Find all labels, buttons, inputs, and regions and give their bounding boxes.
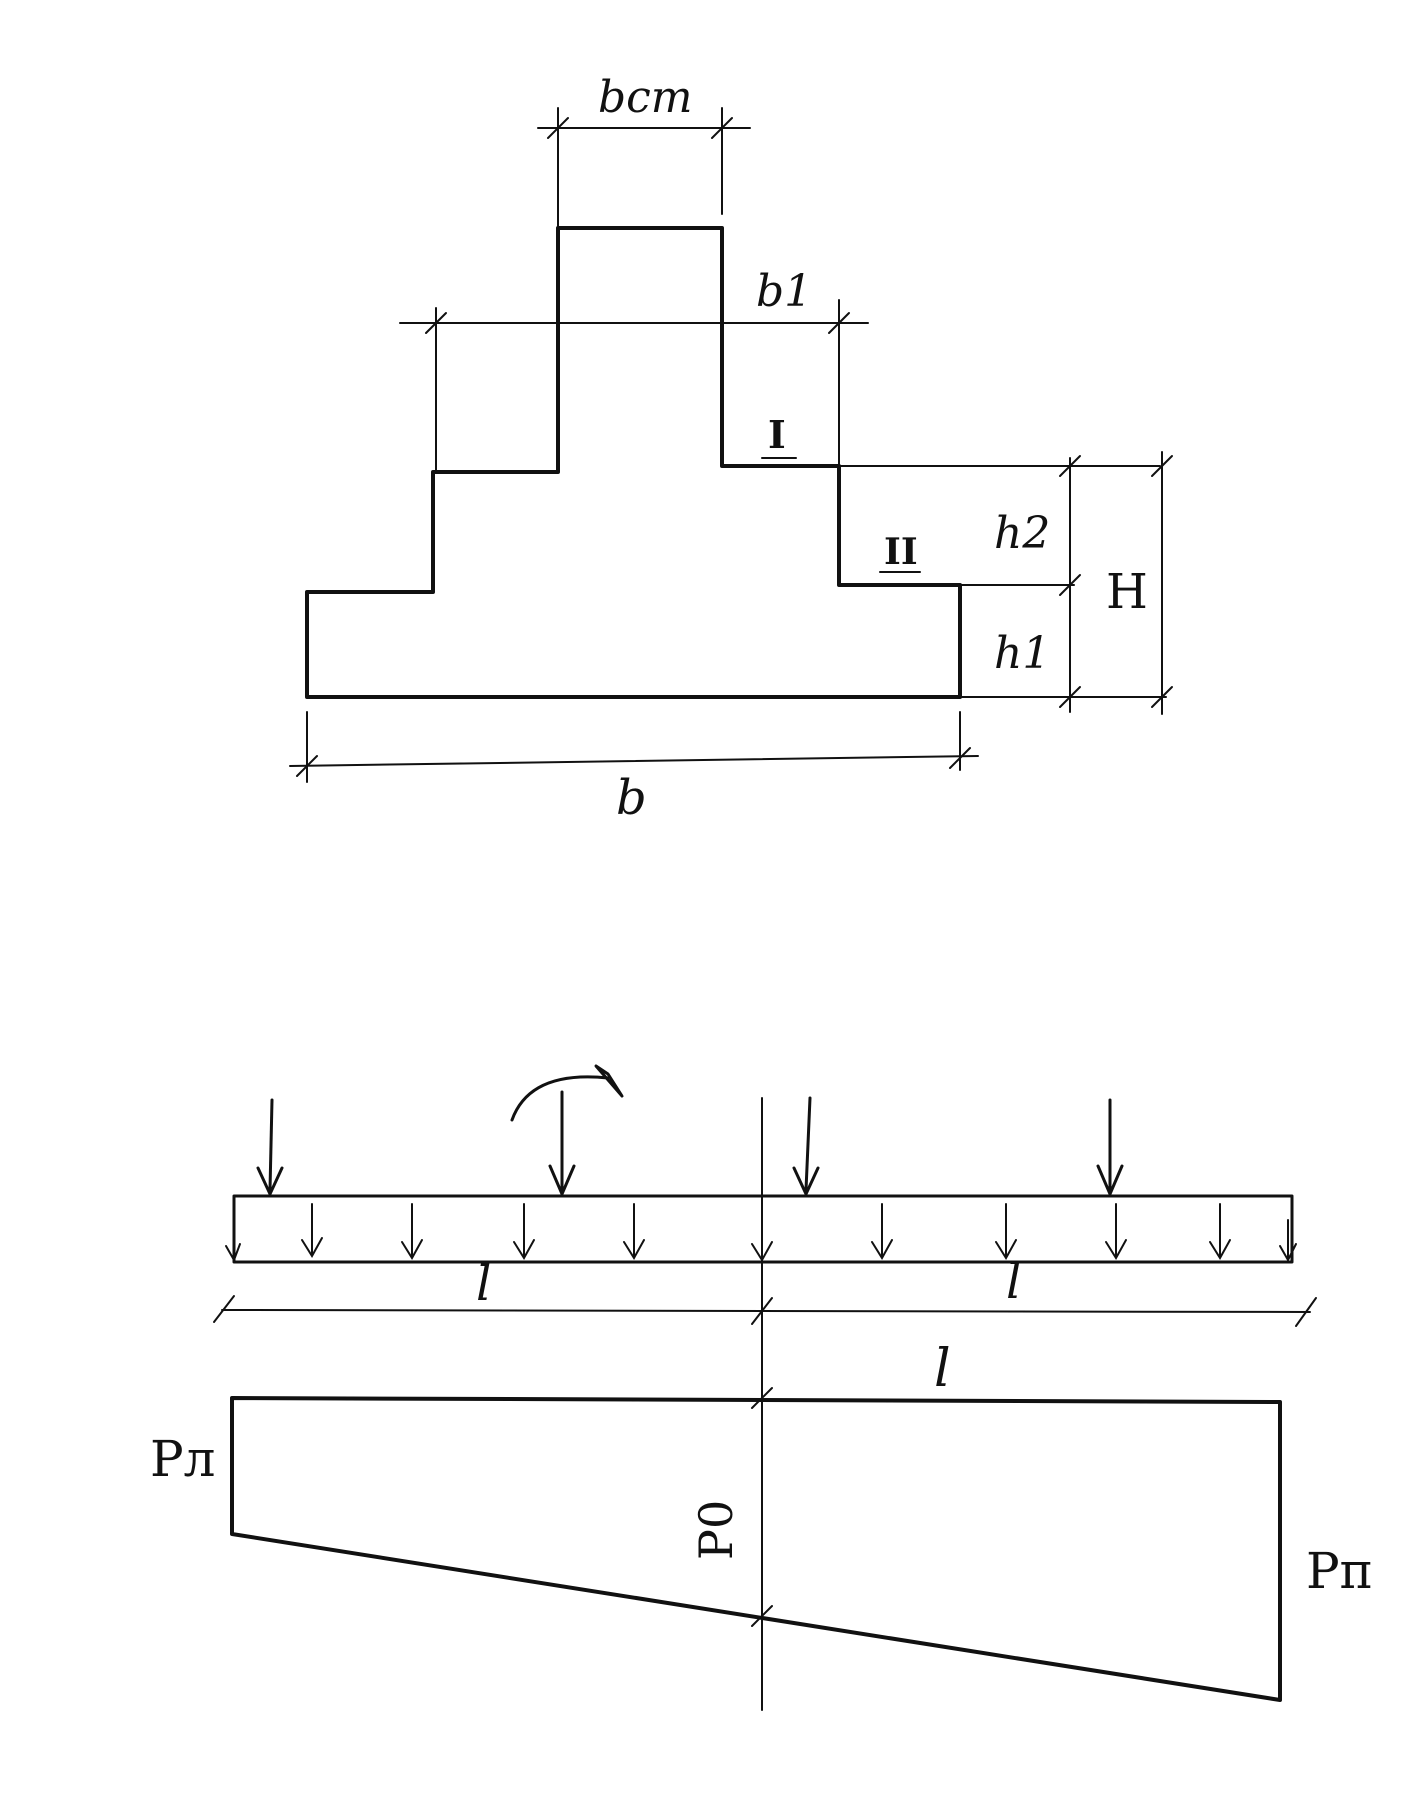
label-b-st: bст — [598, 72, 693, 123]
load-diagram: l l l Pл Pп P0 — [150, 1064, 1373, 1711]
label-h1: h1 — [994, 628, 1050, 679]
moment-arrow — [510, 1064, 624, 1122]
label-b1: b1 — [756, 266, 812, 317]
label-span-right: l — [1006, 1254, 1021, 1310]
label-pressure-length: l — [934, 1339, 951, 1399]
distributed-load-arrows — [225, 1199, 1297, 1263]
foundation-section: bст b1 I II h2 h1 — [289, 72, 1173, 826]
label-span-left: l — [476, 1256, 491, 1312]
dimension-spans: l l — [213, 1254, 1317, 1327]
concentrated-forces — [256, 1090, 1124, 1196]
label-step-I: I — [768, 412, 786, 457]
label-b: b — [616, 770, 647, 826]
label-p-right: Pп — [1306, 1542, 1373, 1600]
label-step-II: II — [884, 531, 918, 573]
label-h2: h2 — [994, 508, 1050, 559]
pressure-diagram — [230, 1396, 1282, 1702]
label-H: H — [1106, 564, 1148, 620]
dimension-b1: b1 — [399, 266, 869, 473]
dimension-b: b — [289, 711, 979, 826]
label-p-left: Pл — [150, 1430, 215, 1488]
label-p-center: P0 — [689, 1500, 743, 1560]
dimension-b-st: bст — [537, 72, 751, 229]
foundation-outline — [305, 226, 962, 699]
dimension-heights: h2 h1 H — [838, 451, 1173, 715]
